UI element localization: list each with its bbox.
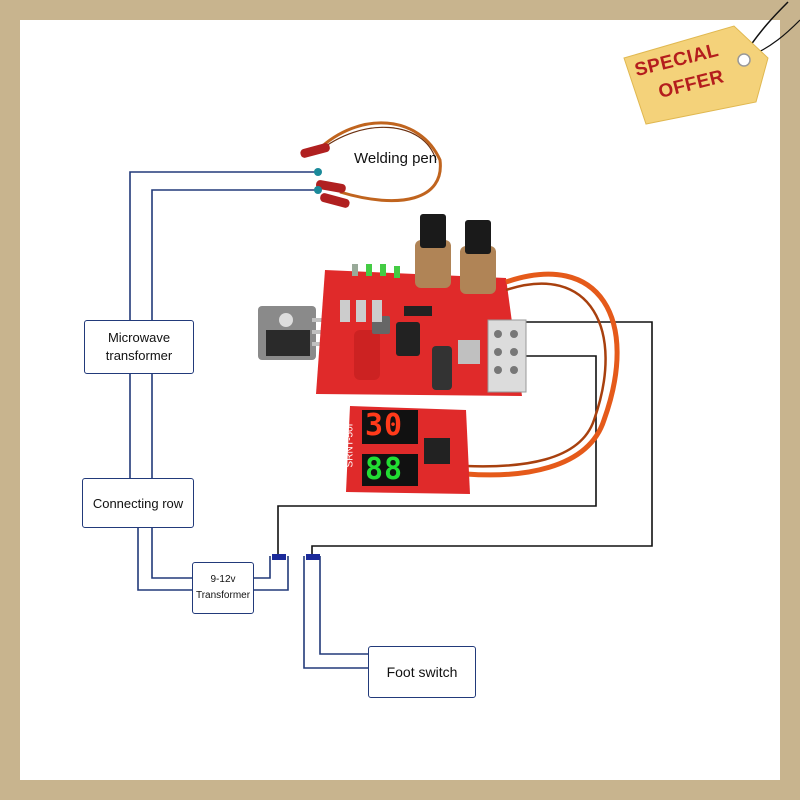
welding-pen xyxy=(300,121,442,208)
board-code: SRNT-50I xyxy=(344,423,356,468)
display-board xyxy=(346,406,470,494)
control-board xyxy=(316,214,527,396)
special-offer-tag: SPECIAL OFFER xyxy=(622,20,772,126)
foot-switch-box: Foot switch xyxy=(368,646,476,698)
welding-pen-label: Welding pen xyxy=(354,150,438,167)
connecting-row-box: Connecting row xyxy=(82,478,194,528)
connecting-row-label: Connecting row xyxy=(92,495,184,511)
microwave-transformer-line2: transformer xyxy=(105,348,173,363)
control-wires xyxy=(277,321,653,556)
transformer-line1: 9-12v xyxy=(210,574,236,585)
display-top-digits: 30 xyxy=(365,408,404,443)
transformer-box: 9-12v Transformer xyxy=(192,562,254,614)
ribbon-cable xyxy=(465,271,620,478)
pen-wires xyxy=(129,171,368,669)
display-bottom-digits: 88 xyxy=(365,452,404,487)
foot-switch-label: Foot switch xyxy=(386,664,458,680)
connector-block-right xyxy=(306,554,320,560)
microwave-transformer-line1: Microwave xyxy=(107,330,171,345)
connector-block-left xyxy=(272,554,286,560)
microwave-transformer-box: Microwave transformer xyxy=(84,320,194,374)
thyristor xyxy=(258,306,336,360)
transformer-line2: Transformer xyxy=(195,590,251,601)
